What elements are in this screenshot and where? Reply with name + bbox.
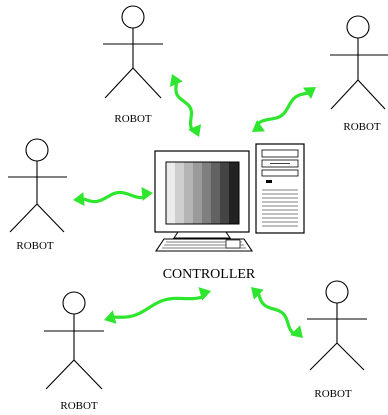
keyboard xyxy=(154,238,254,252)
arrow-robot-5 xyxy=(251,287,303,338)
arrow-shaft xyxy=(113,295,203,319)
robot-label-1: ROBOT xyxy=(114,113,152,125)
controller-computer xyxy=(154,143,305,252)
arrowhead-end xyxy=(198,287,211,301)
arrowhead-end xyxy=(290,325,303,338)
arrow-shaft xyxy=(257,293,295,335)
robot-figure-1 xyxy=(103,5,163,99)
robot-label-4: ROBOT xyxy=(60,400,98,412)
drive-bay-1 xyxy=(261,149,299,158)
arrow-shaft xyxy=(257,91,309,125)
robot-label-3: ROBOT xyxy=(16,240,54,252)
arrow-robot-4 xyxy=(104,287,211,324)
arrowhead-end xyxy=(252,119,266,132)
arrowhead-start xyxy=(169,74,183,87)
arrowhead-end xyxy=(141,186,153,201)
robot-figure-2 xyxy=(330,15,388,110)
drive-bay-3 xyxy=(261,169,299,177)
monitor-screen xyxy=(165,161,240,225)
arrowhead-start xyxy=(302,87,316,100)
arrow-shaft xyxy=(82,190,144,204)
computer-tower xyxy=(255,143,305,234)
robot-label-5: ROBOT xyxy=(314,388,352,400)
arrowhead-start xyxy=(251,287,264,300)
robot-figure-5 xyxy=(307,280,367,371)
arrow-robot-2 xyxy=(252,87,316,132)
robot-figure-4 xyxy=(44,291,104,390)
arrow-shaft xyxy=(174,82,194,130)
arrow-robot-1 xyxy=(169,74,202,137)
communication-arrows xyxy=(73,74,316,338)
tower-vent xyxy=(262,189,298,227)
monitor-stand xyxy=(173,231,231,239)
arrowhead-start xyxy=(104,310,117,324)
robot-label-2: ROBOT xyxy=(343,121,381,133)
robot-figure-3 xyxy=(8,138,67,233)
controller-label: CONTROLLER xyxy=(163,267,256,282)
arrowhead-end xyxy=(188,124,202,137)
arrow-robot-3 xyxy=(73,186,153,207)
arrowhead-start xyxy=(73,192,85,207)
